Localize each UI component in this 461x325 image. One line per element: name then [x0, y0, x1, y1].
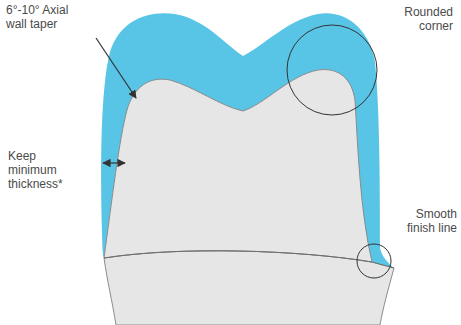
corner-label: Rounded corner	[389, 6, 453, 34]
finish-line-circle	[357, 244, 391, 278]
prepared-tooth	[104, 70, 372, 262]
taper-arrow	[96, 38, 136, 98]
thickness-label: Keep minimum thickness*	[8, 150, 74, 191]
finish-line-label: Smooth finish line	[393, 208, 457, 236]
tooth-root	[104, 251, 394, 325]
finish-line	[104, 251, 394, 268]
rounded-corner-circle	[287, 25, 377, 115]
crown-shell	[101, 13, 394, 268]
thickness-arrow	[103, 162, 125, 163]
taper-label: 6°-10° Axial wall taper	[6, 4, 92, 32]
